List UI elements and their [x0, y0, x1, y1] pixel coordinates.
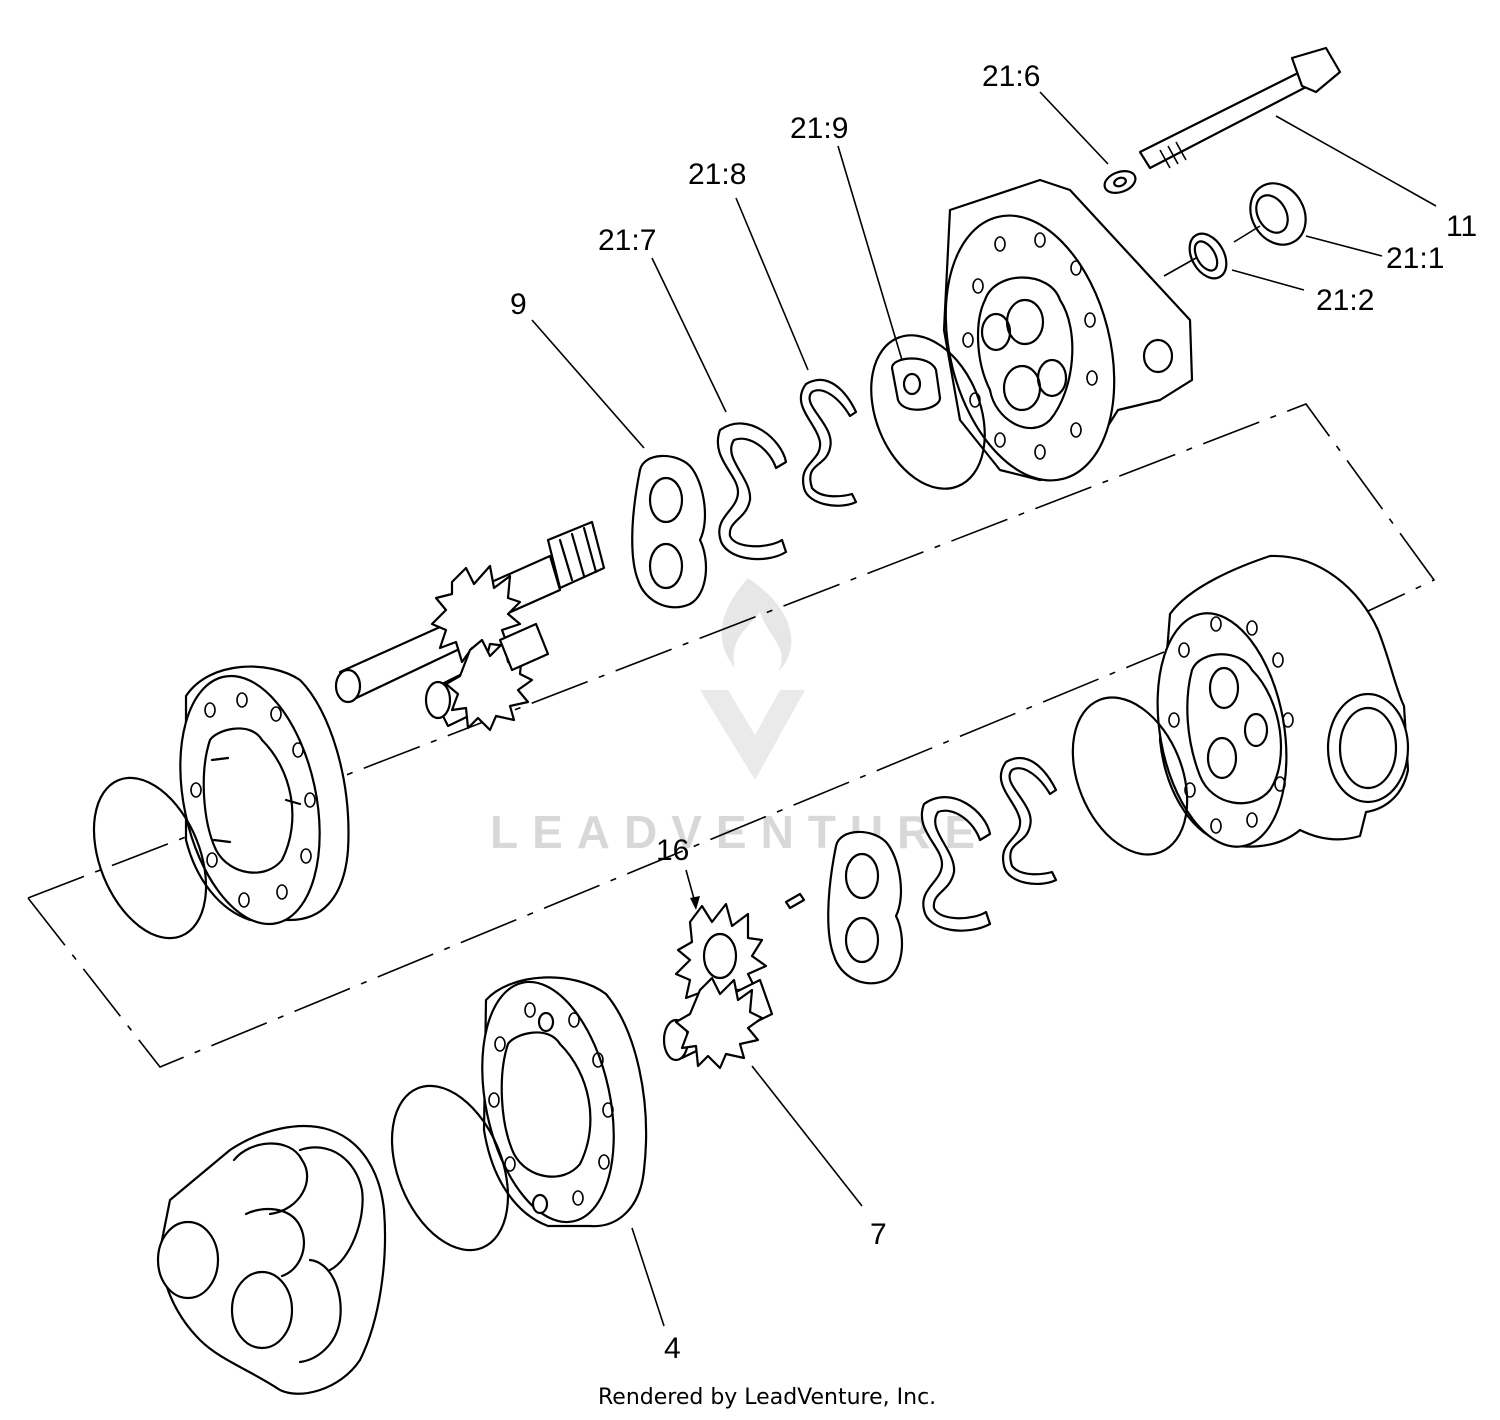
callout-4: 4 [664, 1332, 681, 1365]
callout-21-1: 21:1 [1386, 242, 1444, 275]
callout-9: 9 [510, 288, 527, 321]
leader-lines [531, 91, 1437, 1327]
backup-seal-lower [920, 796, 992, 932]
drive-shaft-gear [334, 520, 606, 732]
shaft-seal [1249, 182, 1307, 246]
large-o-ring-lower [390, 1084, 510, 1252]
wire-seal-upper [799, 378, 858, 507]
wear-plate-lower [827, 830, 903, 985]
callout-21-2: 21:2 [1316, 284, 1374, 317]
front-cover-housing [942, 178, 1194, 482]
callout-7: 7 [870, 1218, 887, 1251]
section-plate [481, 976, 648, 1228]
assembly-centerline [27, 403, 1436, 1068]
long-bolt [1138, 46, 1342, 170]
callout-21-8: 21:8 [688, 158, 746, 191]
callout-21-7: 21:7 [598, 224, 656, 257]
wire-seal-lower [999, 756, 1058, 886]
retaining-ring [1188, 232, 1228, 280]
callout-11: 11 [1446, 210, 1477, 243]
gear-housing-body [179, 665, 350, 926]
callout-labels: 21:6 21:9 21:8 21:7 9 11 21:1 21:2 16 7 … [510, 60, 1477, 1365]
rear-port-housing [1156, 554, 1410, 848]
rear-end-cover [156, 1124, 387, 1395]
small-washer [1103, 170, 1137, 194]
watermark-logo [700, 578, 805, 780]
watermark-text: LEADVENTURE [490, 806, 989, 858]
backup-seal-upper [716, 422, 788, 561]
callout-21-9: 21:9 [790, 112, 848, 145]
large-o-ring-right [1071, 696, 1189, 856]
callout-21-6: 21:6 [982, 60, 1040, 93]
large-o-ring-upper [870, 334, 986, 490]
dowel-pin [784, 892, 806, 910]
large-o-ring-left [92, 776, 208, 940]
callout-arrowhead [690, 896, 700, 910]
idler-gear [662, 902, 774, 1070]
callout-16: 16 [656, 834, 689, 867]
wear-plate-upper [631, 454, 707, 609]
render-credit: Rendered by LeadVenture, Inc. [598, 1385, 936, 1410]
